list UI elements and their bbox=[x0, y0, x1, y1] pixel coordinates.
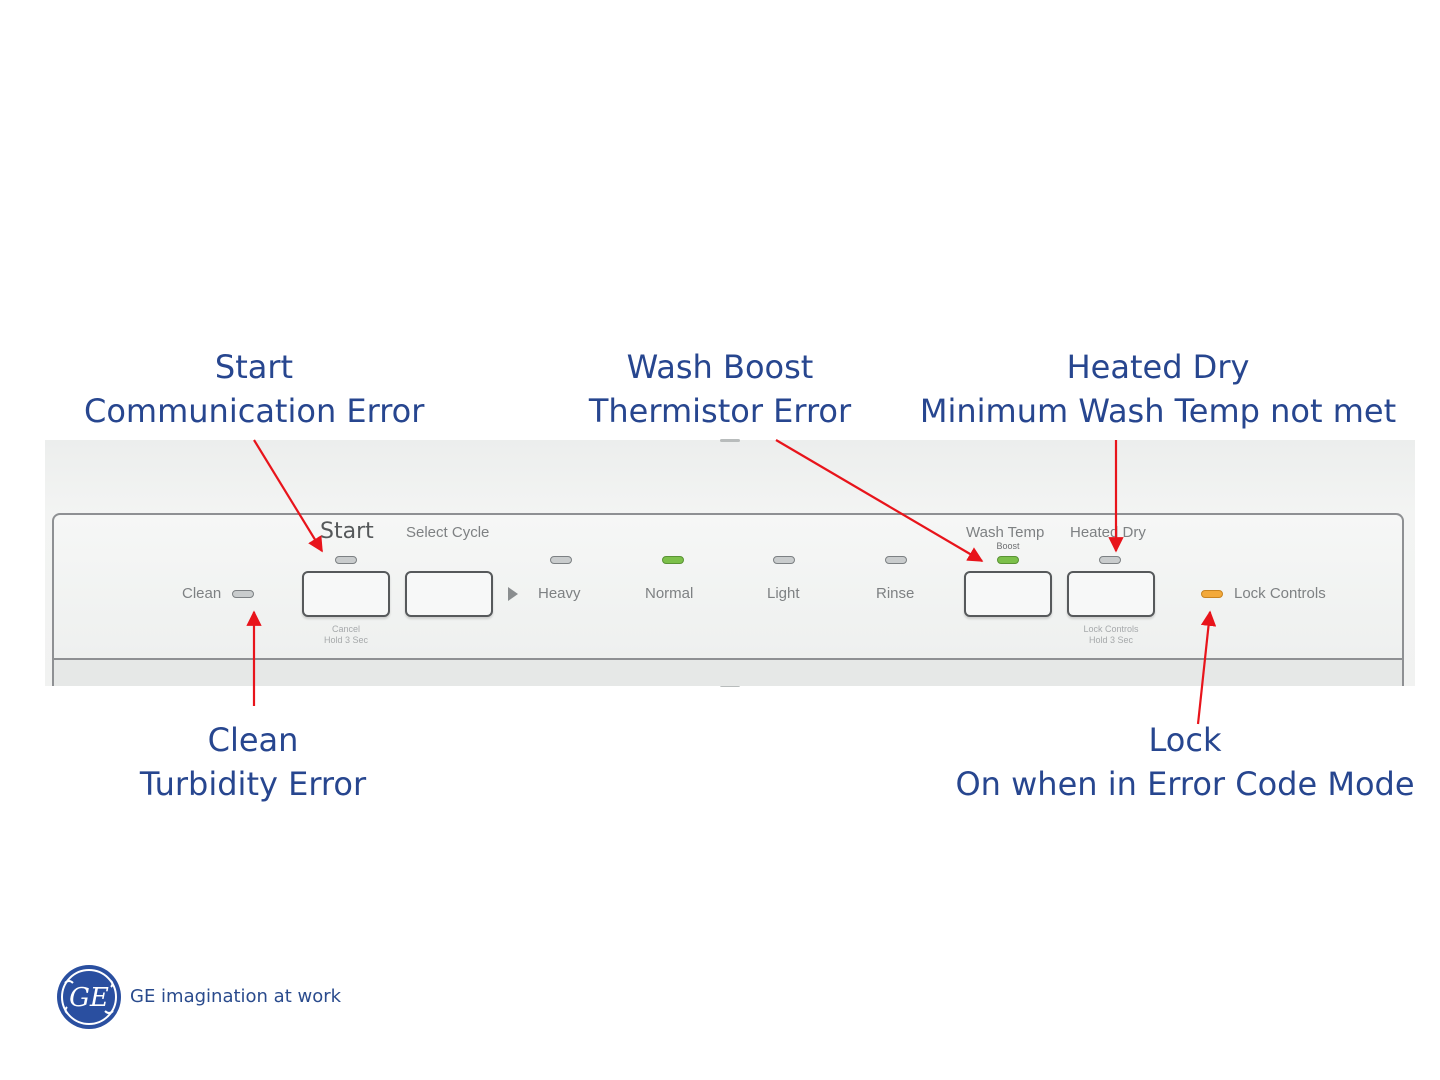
callout-wash-boost-subtitle: Thermistor Error bbox=[588, 392, 852, 430]
ge-tagline: GE imagination at work bbox=[130, 986, 342, 1007]
callout-clean-title: Clean bbox=[207, 721, 299, 759]
cycle-label-light: Light bbox=[767, 585, 800, 602]
callout-lock-subtitle: On when in Error Code Mode bbox=[955, 765, 1415, 803]
callout-heated-dry: Heated Dry Minimum Wash Temp not met bbox=[918, 345, 1398, 433]
cycle-led-rinse bbox=[885, 556, 907, 564]
lock-controls-label: Lock Controls bbox=[1234, 585, 1326, 602]
callout-start-subtitle: Communication Error bbox=[84, 392, 425, 430]
select-cycle-label: Select Cycle bbox=[406, 524, 490, 541]
start-button[interactable] bbox=[302, 571, 390, 617]
wash-temp-button[interactable] bbox=[964, 571, 1052, 617]
wash-temp-sublabel: Boost bbox=[996, 541, 1020, 551]
lock-led bbox=[1201, 590, 1223, 598]
callout-lock-title: Lock bbox=[1148, 721, 1222, 759]
select-cycle-button[interactable] bbox=[405, 571, 493, 617]
panel-notch bbox=[720, 439, 740, 442]
heated-dry-sublabel: Lock Controls Hold 3 Sec bbox=[1083, 624, 1139, 645]
cycle-led-normal bbox=[662, 556, 684, 564]
callout-start-title: Start bbox=[214, 348, 294, 386]
wash-temp-label: Wash Temp bbox=[966, 524, 1045, 541]
heated-dry-label: Heated Dry bbox=[1070, 524, 1146, 541]
callout-wash-boost-title: Wash Boost bbox=[626, 348, 814, 386]
ge-logo-icon: GE bbox=[57, 965, 121, 1029]
callout-clean: Clean Turbidity Error bbox=[118, 718, 388, 806]
clean-led bbox=[232, 590, 254, 598]
callout-start: Start Communication Error bbox=[84, 345, 424, 433]
start-led bbox=[335, 556, 357, 564]
cycle-label-normal: Normal bbox=[645, 585, 694, 602]
control-panel bbox=[52, 513, 1404, 659]
clean-label: Clean bbox=[182, 585, 222, 602]
callout-heated-dry-subtitle: Minimum Wash Temp not met bbox=[919, 392, 1397, 430]
logo-mark: GE bbox=[69, 983, 109, 1013]
heated-dry-button[interactable] bbox=[1067, 571, 1155, 617]
callout-clean-subtitle: Turbidity Error bbox=[139, 765, 367, 803]
callout-wash-boost: Wash Boost Thermistor Error bbox=[570, 345, 870, 433]
panel-lower-edge bbox=[52, 658, 1404, 686]
cycle-led-light bbox=[773, 556, 795, 564]
cycle-indicator-arrow bbox=[508, 587, 518, 601]
cycle-label-rinse: Rinse bbox=[876, 585, 915, 602]
cycle-led-heavy bbox=[550, 556, 572, 564]
heated-dry-led bbox=[1099, 556, 1121, 564]
callout-heated-dry-title: Heated Dry bbox=[1066, 348, 1250, 386]
start-label: Start bbox=[320, 519, 374, 544]
callout-lock: Lock On when in Error Code Mode bbox=[955, 718, 1415, 806]
cycle-label-heavy: Heavy bbox=[538, 585, 581, 602]
wash-boost-led bbox=[997, 556, 1019, 564]
start-sublabel: Cancel Hold 3 Sec bbox=[323, 624, 369, 645]
